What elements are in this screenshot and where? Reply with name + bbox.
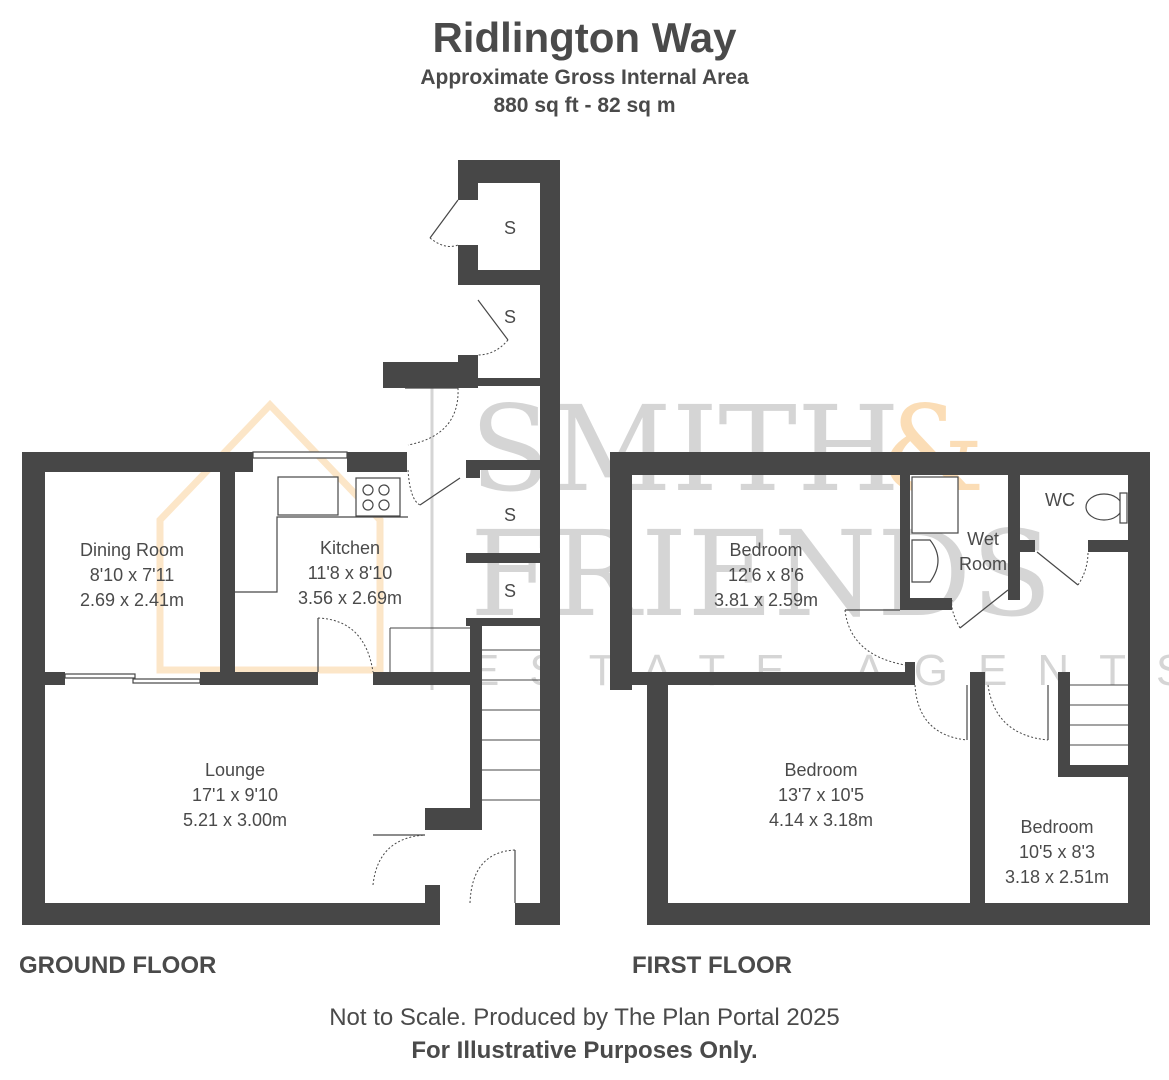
room-dining-room[interactable]: Dining Room 8'10 x 7'11 2.69 x 2.41m [80, 540, 184, 610]
ground-floor-rooms: Dining Room 8'10 x 7'11 2.69 x 2.41m Kit… [80, 218, 516, 830]
first-floor-label: FIRST FLOOR [632, 952, 792, 979]
hob-icon [355, 477, 401, 517]
room-lounge[interactable]: Lounge 17'1 x 9'10 5.21 x 3.00m [183, 760, 287, 830]
stairs [1070, 684, 1128, 746]
room-name: Kitchen [320, 538, 380, 558]
store-label: S [504, 307, 516, 327]
scale-note: Not to Scale. Produced by The Plan Porta… [329, 1004, 840, 1031]
room-bedroom-2[interactable]: Bedroom 13'7 x 10'5 4.14 x 3.18m [769, 760, 873, 830]
sink-icon [277, 476, 339, 516]
room-name: Dining Room [80, 540, 184, 560]
room-dimensions-imperial: 12'6 x 8'6 [728, 565, 804, 585]
room-dimensions-imperial: 13'7 x 10'5 [778, 785, 864, 805]
room-dimensions-metric: 3.18 x 2.51m [1005, 867, 1109, 887]
first-floor-rooms: Bedroom 12'6 x 8'6 3.81 x 2.59m Bedroom … [714, 490, 1109, 887]
ground-floor-label: GROUND FLOOR [19, 952, 217, 979]
first-floor-fixtures [844, 476, 1128, 746]
room-dimensions-imperial: 11'8 x 8'10 [308, 563, 393, 583]
room-name: Lounge [205, 760, 265, 780]
room-dimensions-imperial: 8'10 x 7'11 [90, 565, 175, 585]
room-dimensions-imperial: 10'5 x 8'3 [1019, 842, 1095, 862]
disclaimer: For Illustrative Purposes Only. [411, 1037, 758, 1064]
room-bedroom-3[interactable]: Bedroom 10'5 x 8'3 3.18 x 2.51m [1005, 817, 1109, 887]
watermark-line1: SMITH [470, 380, 900, 518]
toilet-icon [1085, 493, 1123, 521]
watermark-line3: ESTATE AGENTS [470, 646, 1169, 695]
store-label: S [504, 218, 516, 238]
room-name: Bedroom [1020, 817, 1093, 837]
kitchen-units [235, 476, 408, 593]
room-dimensions-metric: 3.56 x 2.69m [298, 588, 402, 608]
plan-title: Ridlington Way [432, 14, 737, 61]
room-wet-room[interactable]: Wet Room [959, 529, 1007, 574]
room-name: Room [959, 554, 1007, 574]
store-label: S [504, 581, 516, 601]
gross-area: 880 sq ft - 82 sq m [493, 94, 676, 117]
room-dimensions-metric: 5.21 x 3.00m [183, 810, 287, 830]
plan-subtitle: Approximate Gross Internal Area [420, 66, 749, 89]
basin-icon [911, 539, 939, 583]
room-dimensions-metric: 4.14 x 3.18m [769, 810, 873, 830]
room-wc[interactable]: WC [1045, 490, 1075, 510]
stairs [389, 627, 540, 801]
room-dimensions-metric: 3.81 x 2.59m [714, 590, 818, 610]
store-label: S [504, 505, 516, 525]
room-dimensions-metric: 2.69 x 2.41m [80, 590, 184, 610]
shower-icon [911, 476, 959, 534]
room-name: Bedroom [729, 540, 802, 560]
room-name: Wet [967, 529, 999, 549]
first-floor-walls [610, 452, 1150, 925]
room-name: Bedroom [784, 760, 857, 780]
room-dimensions-imperial: 17'1 x 9'10 [192, 785, 278, 805]
room-bedroom-1[interactable]: Bedroom 12'6 x 8'6 3.81 x 2.59m [714, 540, 818, 610]
ground-floor-doors [317, 199, 540, 904]
room-kitchen[interactable]: Kitchen 11'8 x 8'10 3.56 x 2.69m [298, 538, 402, 608]
ground-floor-walls [22, 160, 560, 925]
